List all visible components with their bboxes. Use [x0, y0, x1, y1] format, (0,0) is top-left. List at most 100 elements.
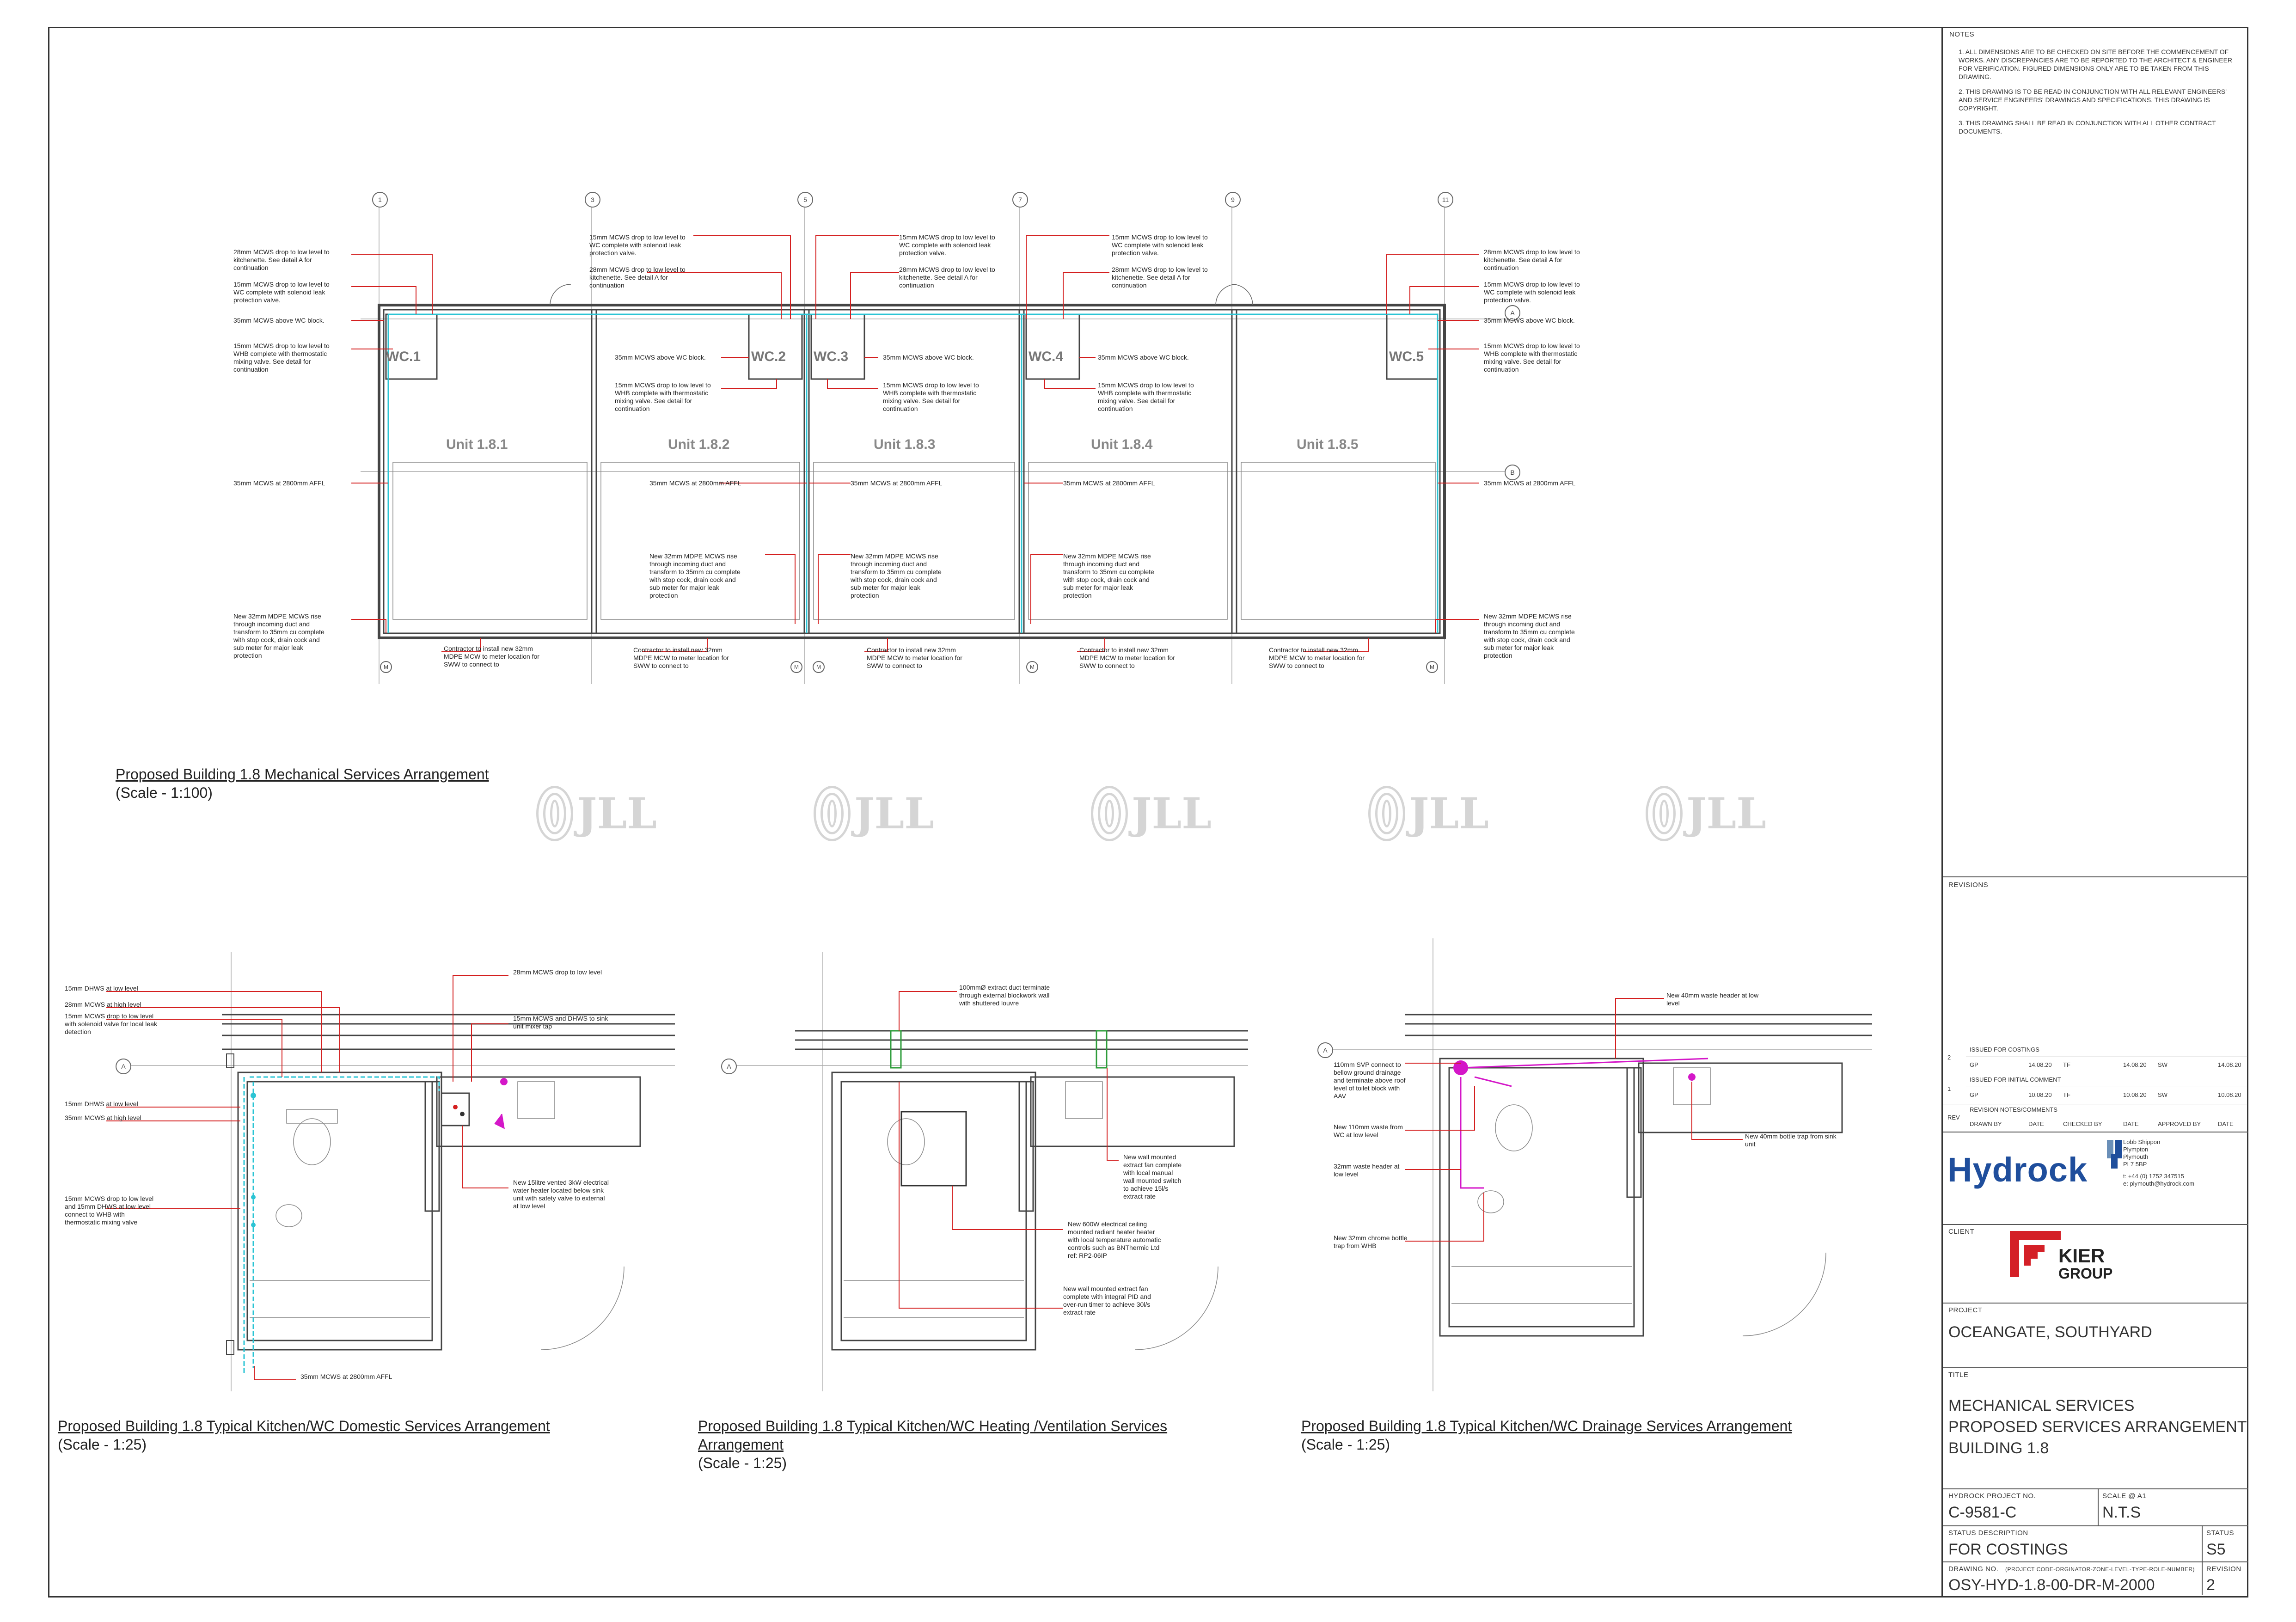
- annotation: Contractor to install new 32mm MDPE MCW …: [1079, 646, 1175, 669]
- watermark-text: JLL: [854, 789, 934, 839]
- watermark-text: JLL: [1409, 789, 1489, 839]
- rev-date: 10.08.20: [2218, 1091, 2241, 1098]
- annotation: 35mm MCWS at 2800mm AFFL: [1063, 479, 1155, 487]
- drawing-title: MECHANICAL SERVICES PROPOSED SERVICES AR…: [1948, 1395, 2247, 1459]
- address-line: Plympton: [2123, 1146, 2149, 1153]
- grid-bubble-9: 9: [1225, 192, 1241, 208]
- detail3-scale: (Scale - 1:25): [1301, 1436, 1390, 1453]
- annotation: 15mm MCWS drop to low level to WC comple…: [899, 233, 995, 257]
- detail1-title: Proposed Building 1.8 Typical Kitchen/WC…: [58, 1417, 550, 1454]
- detail1-scale: (Scale - 1:25): [58, 1436, 147, 1453]
- project-no-value: C-9581-C: [1948, 1504, 2017, 1521]
- annotation: 28mm MCWS drop to low level to kitchenet…: [1112, 266, 1208, 289]
- rev-header: APPROVED BY: [2158, 1120, 2201, 1127]
- divider: [2202, 1525, 2203, 1595]
- address-line: PL7 5BP: [2123, 1161, 2147, 1168]
- client-name-line1: KIER: [2058, 1245, 2105, 1267]
- annotation: 15mm MCWS drop to low level to WHB compl…: [1098, 381, 1194, 412]
- hydrock-logo: Hydrock: [1947, 1151, 2088, 1189]
- notes-heading: NOTES: [1949, 31, 1975, 38]
- annotation: 35mm MCWS at 2800mm AFFL: [300, 1373, 392, 1380]
- rev-desc: ISSUED FOR COSTINGS: [1970, 1046, 2039, 1053]
- annotation: New 40mm waste header at low level: [1666, 992, 1759, 1007]
- rev-header: DATE: [2028, 1120, 2044, 1127]
- grid-bubble-1: 1: [372, 192, 388, 208]
- annotation: New 600W electrical ceiling mounted radi…: [1068, 1220, 1161, 1259]
- hydrock-email: e: plymouth@hydrock.com: [2123, 1180, 2195, 1187]
- rev-header: CHECKED BY: [2063, 1120, 2102, 1127]
- address-line: Lobb Shippon: [2123, 1138, 2161, 1145]
- drawing-title-line: BUILDING 1.8: [1948, 1439, 2049, 1457]
- hydrock-mark-icon: [2107, 1140, 2122, 1169]
- detail3-title: Proposed Building 1.8 Typical Kitchen/WC…: [1301, 1417, 1792, 1454]
- grid-bubble-11: 11: [1438, 192, 1453, 208]
- drawing-no-label-text: DRAWING NO.: [1948, 1565, 1999, 1573]
- hydrock-tel: t: +44 (0) 1752 347515: [2123, 1173, 2184, 1180]
- rev-number: 2: [1947, 1054, 1951, 1061]
- wc-label-3: WC.3: [814, 349, 848, 364]
- rev-header: REV: [1947, 1114, 1960, 1121]
- watermark-logo: JLL: [814, 786, 934, 841]
- jll-ring-icon: [814, 786, 851, 841]
- watermark-logo: JLL: [536, 786, 657, 841]
- meter-symbol: M: [380, 661, 392, 673]
- drawing-frame: [48, 27, 2248, 1598]
- unit-label-3: Unit 1.8.3: [874, 437, 936, 452]
- jll-ring-icon: [536, 786, 573, 841]
- drawing-no-label: DRAWING NO. (PROJECT CODE-ORGINATOR-ZONE…: [1948, 1565, 2195, 1573]
- revision-value: 2: [2206, 1576, 2215, 1594]
- address-line: Plymouth: [2123, 1153, 2149, 1160]
- watermark-text: JLL: [577, 789, 657, 839]
- grid-bubble-5: 5: [797, 192, 813, 208]
- annotation: 35mm MCWS at high level: [65, 1114, 141, 1121]
- unit-label-2: Unit 1.8.2: [668, 437, 730, 452]
- annotation: 15mm MCWS drop to low level to WHB compl…: [1484, 342, 1580, 373]
- meter-symbol: M: [1426, 661, 1438, 673]
- unit-label-4: Unit 1.8.4: [1091, 437, 1153, 452]
- annotation: 15mm MCWS drop to low level to WC comple…: [589, 233, 686, 257]
- annotation: New 15litre vented 3kW electrical water …: [513, 1179, 609, 1210]
- project-no-label: HYDROCK PROJECT NO.: [1948, 1492, 2036, 1500]
- meter-symbol: M: [813, 661, 825, 673]
- annotation: 15mm MCWS drop to low level to WC comple…: [1484, 281, 1580, 304]
- rev-checked: TF: [2063, 1061, 2070, 1068]
- wc-label-2: WC.2: [751, 349, 786, 364]
- annotation: New 32mm MDPE MCWS rise through incoming…: [851, 552, 942, 599]
- annotation: 28mm MCWS drop to low level to kitchenet…: [233, 248, 330, 271]
- annotation: 28mm MCWS drop to low level to kitchenet…: [899, 266, 995, 289]
- notes-section: NOTES 1. ALL DIMENSIONS ARE TO BE CHECKE…: [1943, 31, 2248, 135]
- rev-approved: SW: [2158, 1091, 2167, 1098]
- drawing-no-format: (PROJECT CODE-ORGINATOR-ZONE-LEVEL-TYPE-…: [2005, 1566, 2195, 1573]
- divider: [1943, 1525, 2248, 1526]
- grid-bubble-3: 3: [585, 192, 600, 208]
- revisions-heading: REVISIONS: [1948, 881, 1989, 889]
- drawing-title-line: PROPOSED SERVICES ARRANGEMENT: [1948, 1418, 2247, 1436]
- watermark-logo: JLL: [1091, 786, 1212, 841]
- rev-header: REVISION NOTES/COMMENTS: [1970, 1106, 2057, 1113]
- grid-bubble-a: A: [1505, 305, 1520, 321]
- annotation: 28mm MCWS drop to low level to kitchenet…: [589, 266, 686, 289]
- annotation: 15mm DHWS at low level: [65, 985, 138, 992]
- grid-bubble-a-detail1: A: [116, 1059, 131, 1074]
- detail2-title-text-line2: Arrangement: [698, 1436, 784, 1453]
- annotation: New wall mounted extract fan complete wi…: [1123, 1153, 1182, 1200]
- annotation: New 32mm chrome bottle trap from WHB: [1334, 1234, 1408, 1249]
- main-plan-title: Proposed Building 1.8 Mechanical Service…: [116, 765, 489, 802]
- detail1-title-text: Proposed Building 1.8 Typical Kitchen/WC…: [58, 1418, 550, 1434]
- wc-label-1: WC.1: [386, 349, 421, 364]
- annotation: 28mm MCWS drop to low level: [513, 968, 602, 976]
- annotation: 15mm MCWS drop to low level to WHB compl…: [233, 342, 330, 373]
- rev-date: 14.08.20: [2123, 1061, 2147, 1068]
- annotation: 15mm MCWS drop to low level to WC comple…: [1112, 233, 1208, 257]
- status-label: STATUS: [2206, 1529, 2234, 1537]
- watermark-logo: JLL: [1368, 786, 1489, 841]
- divider: [1943, 1303, 2248, 1304]
- annotation: New 32mm MDPE MCWS rise through incoming…: [233, 612, 325, 659]
- annotation: 15mm MCWS drop to low level to WHB compl…: [883, 381, 979, 412]
- kier-logo-icon: [2010, 1231, 2061, 1277]
- annotation: 35mm MCWS above WC block.: [1484, 317, 1575, 324]
- rev-date: 10.08.20: [2028, 1091, 2052, 1098]
- annotation: Contractor to install new 32mm MDPE MCW …: [1269, 646, 1365, 669]
- jll-ring-icon: [1368, 786, 1405, 841]
- title-block: NOTES 1. ALL DIMENSIONS ARE TO BE CHECKE…: [1941, 27, 2248, 1598]
